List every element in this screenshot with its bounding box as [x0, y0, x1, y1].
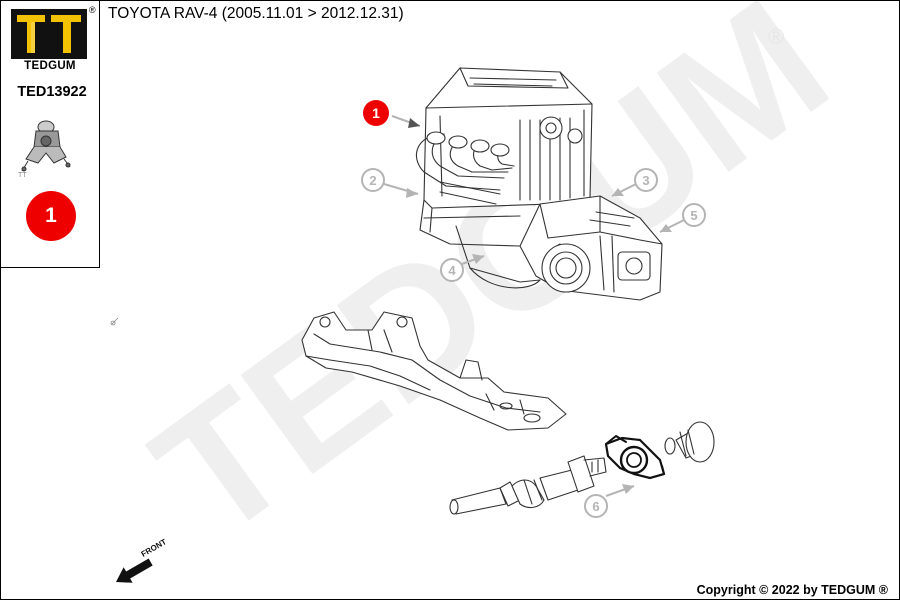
- callout-bubble-6: [584, 494, 608, 518]
- driveshaft: [449, 455, 607, 515]
- callout-label-3: 3: [642, 173, 649, 188]
- callout-label-5: 5: [690, 208, 697, 223]
- watermark-registered-mark: ®: [768, 24, 784, 49]
- logo-registered-mark: ®: [89, 5, 96, 15]
- callout-arrowhead-6: [622, 484, 634, 494]
- product-panel: ® TEDGUM TED13922 TT 1: [1, 1, 100, 268]
- front-direction-indicator: FRONT: [116, 537, 168, 583]
- front-subframe: [301, 311, 567, 431]
- thumbnail-brand-mark: TT: [18, 172, 27, 179]
- callout-arrowhead-3: [612, 188, 624, 196]
- callout-arrowhead-2: [406, 188, 418, 198]
- callout-bubble-2: [361, 168, 385, 192]
- part-number: TED13922: [17, 84, 87, 100]
- front-arrow-icon: [116, 558, 153, 583]
- brand-name: TEDGUM: [24, 60, 76, 72]
- tedgum-logo-icon: [11, 9, 87, 59]
- copyright-notice: Copyright © 2022 by TEDGUM ®: [696, 583, 888, 597]
- callout-label-6: 6: [592, 499, 599, 514]
- transmission: [519, 195, 663, 301]
- stray-mark: [110, 317, 119, 326]
- flange-boot: [664, 421, 715, 463]
- callout-label-2: 2: [369, 173, 376, 188]
- callout-bubble-3: [634, 168, 658, 192]
- item-number-badge: 1: [26, 191, 76, 241]
- front-label: FRONT: [140, 537, 168, 559]
- part-thumbnail: TT: [18, 120, 71, 179]
- center-bearing-mount: [604, 435, 666, 480]
- callout-label-4: 4: [448, 263, 456, 278]
- callout-arrowhead-4: [472, 254, 484, 264]
- callout-bubble-4: [440, 258, 464, 282]
- engine-block: [419, 67, 593, 289]
- exhaust-manifold: [415, 131, 515, 205]
- callout-label-1: 1: [372, 105, 380, 121]
- callout-arrowhead-5: [660, 224, 672, 232]
- callout-bubble-5: [682, 203, 706, 227]
- page-title: TOYOTA RAV-4 (2005.11.01 > 2012.12.31): [108, 5, 404, 22]
- callout-arrowhead-1: [408, 118, 420, 128]
- item-number-badge-label: 1: [45, 204, 57, 227]
- callout-bubble-1: [363, 100, 389, 126]
